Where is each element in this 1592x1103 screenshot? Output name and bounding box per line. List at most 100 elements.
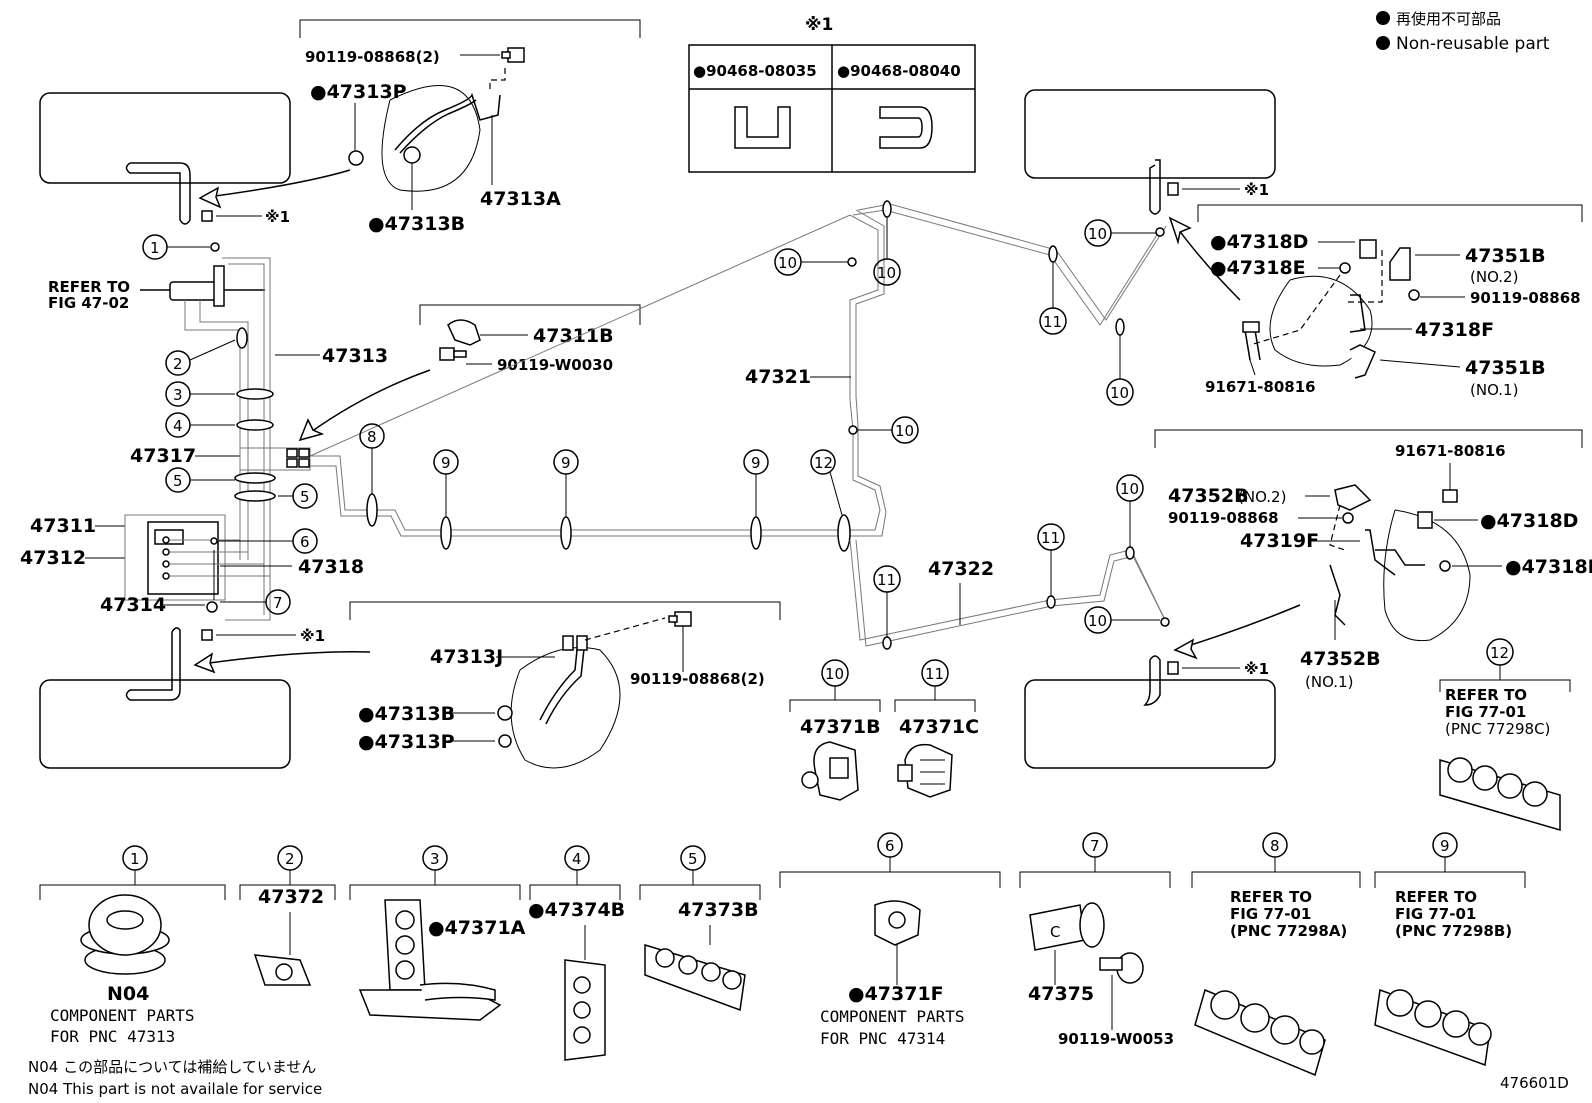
label-fig-77-01-b: FIG 77-01 xyxy=(1395,905,1476,923)
label-90119-08868-2-top: 90119-08868(2) xyxy=(305,48,440,66)
label-pnc-77298C: (PNC 77298C) xyxy=(1445,720,1550,738)
bracket-part-47311B xyxy=(447,319,481,346)
label-90119-08868-r2: 90119-08868 xyxy=(1168,509,1279,527)
label-no1-b: (NO.1) xyxy=(1305,673,1353,691)
grommet-icon xyxy=(80,894,170,975)
callout-3-legend: 3 xyxy=(430,850,440,868)
callout-10f: 10 xyxy=(1120,480,1139,498)
label-47314: 47314 xyxy=(100,594,166,616)
pipe-47322 xyxy=(849,539,1166,641)
label-47318F: 47318F xyxy=(1415,319,1494,341)
label-47374B: ●47374B xyxy=(528,899,625,921)
label-refer-to-77-b: REFER TO xyxy=(1395,888,1477,906)
label-47318D-bot: ●47318D xyxy=(1480,510,1578,532)
label-90119-W0053: 90119-W0053 xyxy=(1058,1030,1174,1048)
note-marker-3: ※1 xyxy=(1244,181,1269,199)
label-47313P-top: ●47313P xyxy=(310,81,407,103)
callout-10e: 10 xyxy=(895,422,914,440)
callout-9b: 9 xyxy=(561,454,571,472)
label-refer-to-77-a: REFER TO xyxy=(1230,888,1312,906)
label-comp-parts-b: COMPONENT PARTS xyxy=(50,1006,195,1025)
callout-11-legend: 11 xyxy=(925,665,944,683)
callout-10-legend: 10 xyxy=(825,665,844,683)
label-47318: 47318 xyxy=(298,556,364,578)
label-90119-W0030: 90119-W0030 xyxy=(497,356,613,374)
callout-10c: 10 xyxy=(1110,384,1129,402)
label-no2: (NO.2) xyxy=(1470,268,1518,286)
bracket-47351B-no2 xyxy=(1389,247,1411,281)
detail-circle-bottom xyxy=(510,647,621,769)
label-47321: 47321 xyxy=(745,366,811,388)
callout-9a: 9 xyxy=(441,454,451,472)
callout-4: 4 xyxy=(173,417,183,435)
callout-5a: 5 xyxy=(173,472,183,490)
label-47372: 47372 xyxy=(258,886,324,908)
callout-9c: 9 xyxy=(751,454,761,472)
callout-4-legend: 4 xyxy=(572,850,582,868)
label-90119-08868-r: 90119-08868 xyxy=(1470,289,1581,307)
clip-47371F-icon xyxy=(874,900,921,946)
label-pnc-77298A: (PNC 77298A) xyxy=(1230,922,1347,940)
callout-8: 8 xyxy=(367,428,377,446)
nut-icon xyxy=(348,150,364,166)
callout-5b: 5 xyxy=(300,488,310,506)
callout-6: 6 xyxy=(300,533,310,551)
label-comp-parts-a: COMPONENT PARTS xyxy=(820,1007,965,1026)
clip-47371B-icon xyxy=(801,741,859,801)
callout-3: 3 xyxy=(173,386,183,404)
clip-icon-b xyxy=(879,106,933,149)
detail-circle-right-upper xyxy=(1269,275,1373,367)
callout-11c: 11 xyxy=(1041,529,1060,547)
callout-12: 12 xyxy=(814,454,833,472)
label-refer-to-77-c: REFER TO xyxy=(1445,686,1527,704)
callout-7-legend: 7 xyxy=(1090,837,1100,855)
legend: 再使用不可部品 Non-reusable part xyxy=(1376,10,1550,54)
bracket-47313J xyxy=(349,601,781,620)
label-91671-80816-a: 91671-80816 xyxy=(1205,378,1316,396)
callout-11b: 11 xyxy=(877,571,896,589)
label-47352B-no1: 47352B xyxy=(1300,648,1381,670)
label-fig-47-02: FIG 47-02 xyxy=(48,294,129,312)
note-n04-jp: N04 この部品については補給していません xyxy=(28,1058,316,1076)
note-n04-en: N04 This part is not availale for servic… xyxy=(28,1080,322,1098)
callout-10b: 10 xyxy=(877,264,896,282)
callout-2: 2 xyxy=(173,355,183,373)
label-fig-77-01-a: FIG 77-01 xyxy=(1230,905,1311,923)
label-refer-to-47: REFER TO xyxy=(48,278,130,296)
label-47313: 47313 xyxy=(322,345,388,367)
callout-7: 7 xyxy=(273,594,283,612)
label-no1: (NO.1) xyxy=(1470,381,1518,399)
clamp-77298B-icon xyxy=(1374,988,1492,1067)
tank-top-right xyxy=(1024,89,1276,179)
label-fig-77-01-c: FIG 77-01 xyxy=(1445,703,1526,721)
label-47313J: 47313J xyxy=(430,646,503,668)
label-47371B: 47371B xyxy=(800,716,881,738)
clip-47371C-icon xyxy=(897,743,953,798)
label-47311B: 47311B xyxy=(533,325,614,347)
label-47352B-no2: 47352B xyxy=(1168,485,1249,507)
label-47318E-bot: ●47318E xyxy=(1505,556,1592,578)
clip-47375-icon: C xyxy=(1029,902,1105,951)
detail-circle-right-lower xyxy=(1383,509,1471,642)
callout-11a: 11 xyxy=(1043,313,1062,331)
label-no2-b: (NO.2) xyxy=(1238,488,1286,506)
bolt-90119-W0053-icon xyxy=(1099,952,1144,984)
clip-table-col2: ●90468-08040 xyxy=(837,62,961,80)
label-47313B-top: ●47313B xyxy=(368,213,465,235)
clamp-77298A-icon xyxy=(1194,988,1326,1077)
callout-5-legend: 5 xyxy=(688,850,698,868)
bracket-47352B-no1 xyxy=(1329,564,1346,626)
label-90119-08868-2-bot: 90119-08868(2) xyxy=(630,670,765,688)
callout-10a: 10 xyxy=(778,254,797,272)
label-47313A: 47313A xyxy=(480,188,561,210)
label-for-pnc-47314: FOR PNC 47314 xyxy=(820,1029,945,1048)
clamp-47374B-icon xyxy=(564,959,606,1061)
label-47373B: 47373B xyxy=(678,899,759,921)
label-47318D-top: ●47318D xyxy=(1210,231,1308,253)
tank-top-left xyxy=(39,92,291,184)
svg-text:C: C xyxy=(1050,923,1060,941)
label-47311: 47311 xyxy=(30,515,96,537)
callout-2-legend: 2 xyxy=(285,850,295,868)
label-47313P-bot: ●47313P xyxy=(358,731,455,753)
